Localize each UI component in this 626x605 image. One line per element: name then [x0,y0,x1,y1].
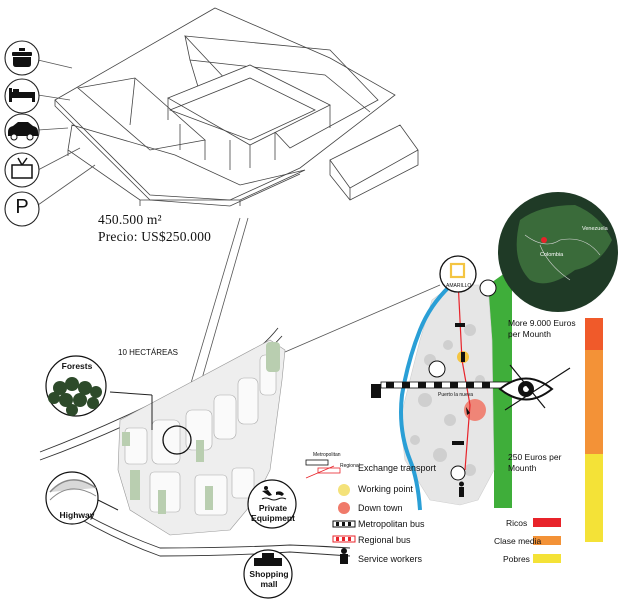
metro-bus-icon [455,323,465,327]
legend-metro-bus-icon [332,520,356,528]
income-bar-high [585,318,603,350]
bus-stop-icon [428,360,446,378]
globe-country-label: Colombia [540,252,564,258]
legend-exchange-icon [305,459,341,479]
transport-icon [450,465,466,481]
town-label: Puerto la nueva [438,392,474,398]
amarillo-label: AMARILLO [446,283,472,289]
hectares-label: 10 HECTÁREAS [118,348,179,357]
private-equipment-label: Private Equipment [251,503,295,523]
income-bar-low [585,454,603,542]
amarillo-circle [439,255,477,293]
river [399,284,452,511]
regional-bus-icon [452,441,464,445]
parking-icon [4,191,40,227]
legend-regional-bus: Regional bus [358,535,411,545]
legend-service-worker-icon [340,548,348,564]
crossed-eye-icon [498,364,571,411]
legend-regional-bus-icon [332,535,356,543]
legend-swatch-clase-media [533,536,561,545]
shopping-mall-label: Shopping mall [249,569,289,589]
class-legend-clase-media: Clase media [494,536,542,546]
legend-working-point: Working point [358,484,413,494]
parking-letter: P [15,196,29,218]
legend-down-town-swatch [338,502,350,514]
legend-regional-mini-label: Regional [340,463,360,469]
legend-swatch-pobres [533,554,561,563]
legend-swatch-ricos [533,518,561,527]
legend-working-point-swatch [338,484,350,496]
barrier-post-icon [371,384,381,398]
legend-service-workers: Service workers [358,554,423,564]
class-legend-pobres: Pobres [503,554,530,564]
income-low-label: 250 Euros per Mounth [508,452,562,473]
price-label: Precio: US$250.000 [98,229,212,244]
area-label: 450.500 m² [98,212,162,227]
legend-exchange-transport: Exchange transport [358,463,437,473]
plane-icon [479,279,497,297]
legend-metro-mini-label: Metropolitan [313,452,341,458]
legend-metropolitan-bus: Metropolitan bus [358,519,425,529]
service-worker-icon [459,487,464,497]
income-bar-mid [585,350,603,454]
globe-neighbor-label: Venezuela [582,226,608,232]
class-legend-ricos: Ricos [506,518,528,528]
forests-label: Forests [61,361,93,371]
highway-label: Highway [59,510,95,520]
barrier-bar-icon [380,381,512,389]
legend-down-town: Down town [358,503,403,513]
income-high-label: More 9.000 Euros per Mounth [508,318,576,339]
